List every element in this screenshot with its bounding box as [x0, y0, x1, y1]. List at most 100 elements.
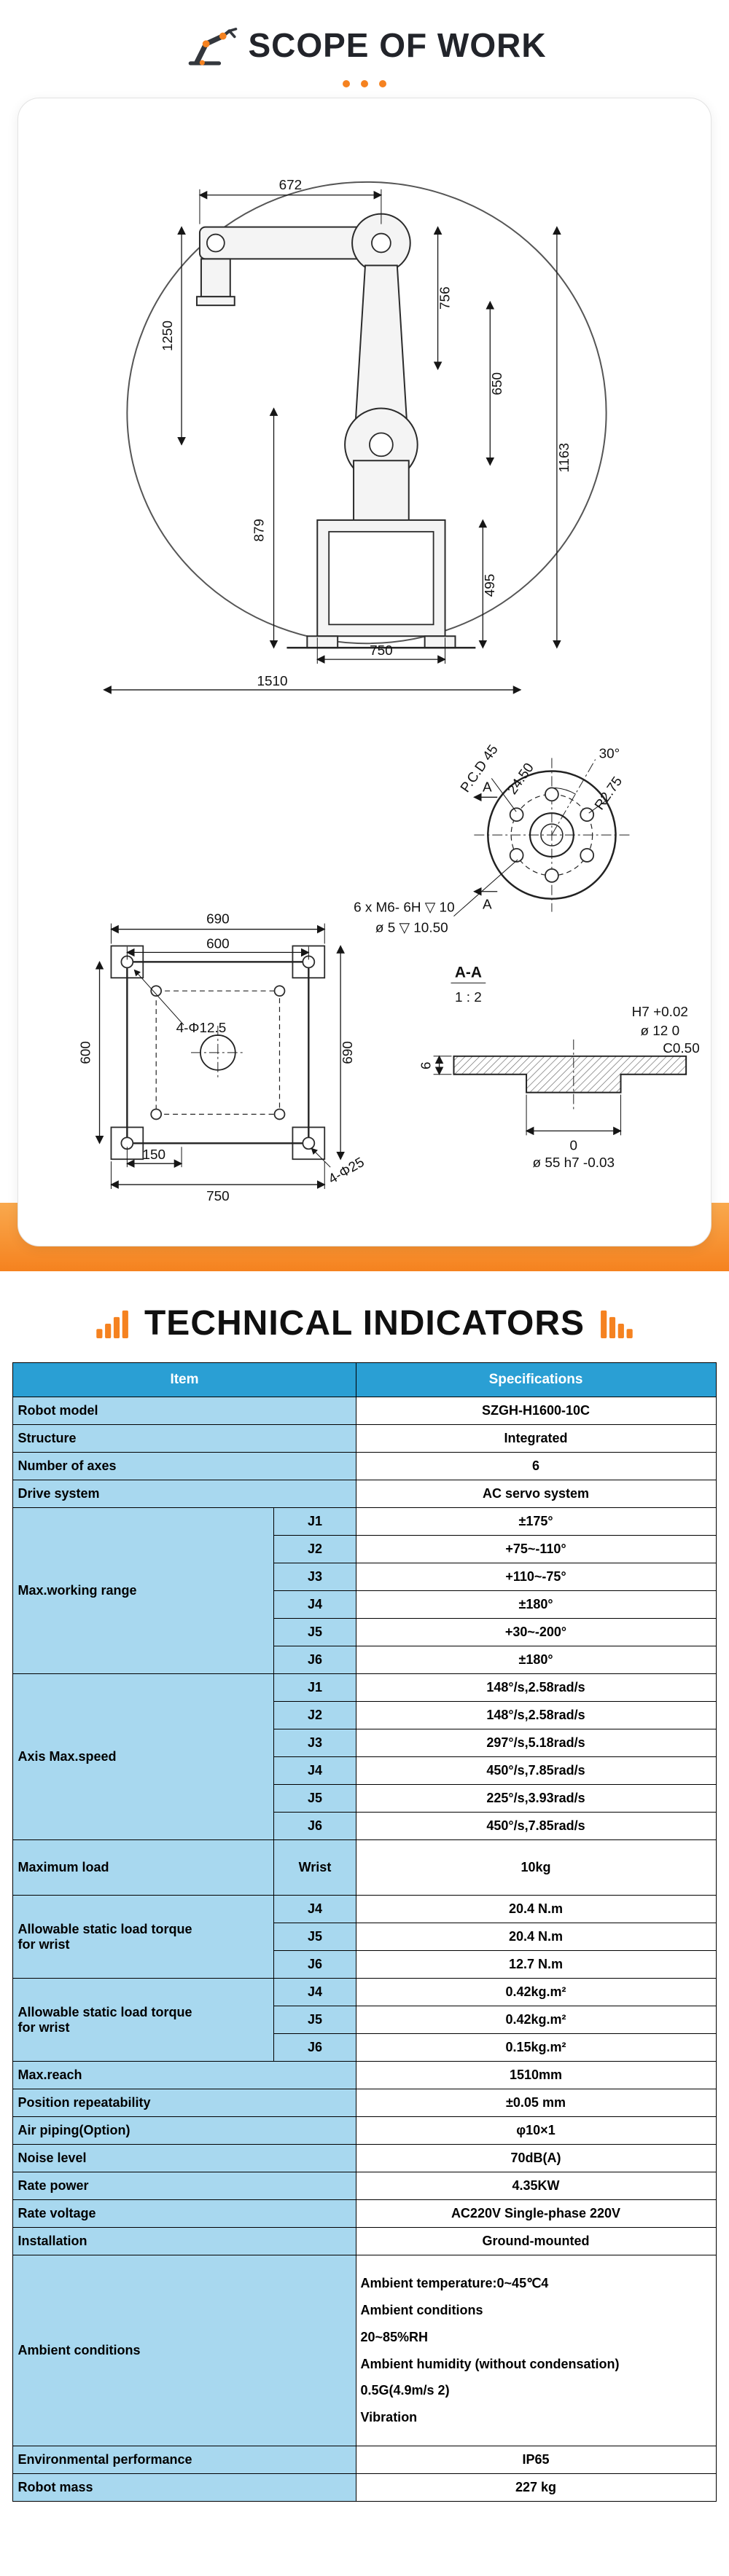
scope-title: SCOPE OF WORK — [248, 26, 547, 64]
item-cell: Installation — [12, 2227, 356, 2255]
table-row: Robot model SZGH-H1600-10C — [12, 1397, 717, 1425]
table-row: Ambient conditions Ambient temperature:0… — [12, 2255, 717, 2446]
item-cell: Axis Max.speed — [12, 1673, 275, 1840]
item-cell: Allowable static load torque for wrist — [12, 1978, 275, 2062]
base-750-label: 750 — [206, 1189, 230, 1204]
axis-cell: J6 — [273, 1812, 356, 1840]
item-cell: Number of axes — [12, 1452, 356, 1480]
table-row: Noise level 70dB(A) — [12, 2144, 717, 2172]
flange-note-1: 6 x M6- 6H ▽ 10 — [354, 900, 455, 916]
ambient-line: Ambient conditions — [360, 2302, 483, 2317]
table-row: J4 450°/s,7.85rad/s — [13, 1756, 717, 1785]
col-header-spec: Specifications — [355, 1362, 717, 1397]
table-row: Installation Ground-mounted — [12, 2227, 717, 2255]
spec-cell: 1510mm — [355, 2061, 717, 2089]
dim-1510-label: 1510 — [257, 674, 288, 689]
section-d12-label: ø 12 0 — [640, 1024, 679, 1039]
dot-icon — [361, 80, 368, 87]
table-row: Axis Max.speed J1 148°/s,2.58rad/s — [12, 1673, 717, 1840]
section-d12-tol-label: H7 +0.02 — [632, 1005, 688, 1020]
item-cell: Robot model — [12, 1397, 356, 1425]
axis-cell: J2 — [273, 1701, 356, 1729]
section-d55-tol-label: 0 — [570, 1138, 578, 1153]
ambient-line: Ambient humidity (without condensation) — [360, 2356, 620, 2371]
item-cell: Max.working range — [12, 1507, 275, 1674]
spec-cell: 12.7 N.m — [355, 1950, 717, 1979]
axis-cell: Wrist — [273, 1839, 356, 1896]
item-cell: Drive system — [12, 1480, 356, 1508]
axis-cell: J4 — [273, 1756, 356, 1785]
item-cell: Robot mass — [12, 2473, 356, 2502]
table-row: Drive system AC servo system — [12, 1480, 717, 1508]
spec-cell: ±180° — [355, 1590, 717, 1619]
spec-cell: 10kg — [355, 1839, 717, 1896]
item-label-line: for wrist — [17, 2019, 70, 2035]
side-view-drawing: 672 1250 756 650 1163 879 495 750 1510 — [103, 178, 607, 694]
table-row: Rate voltage AC220V Single-phase 220V — [12, 2199, 717, 2228]
spec-cell: +75~-110° — [355, 1535, 717, 1563]
table-row: Position repeatability ±0.05 mm — [12, 2089, 717, 2117]
table-row: J5 0.42kg.m² — [13, 2006, 717, 2034]
page: SCOPE OF WORK — [0, 0, 729, 2502]
spec-cell: 0.42kg.m² — [355, 2006, 717, 2034]
axis-cell: J3 — [273, 1729, 356, 1757]
table-row: Number of axes 6 — [12, 1452, 717, 1480]
spec-cell: 297°/s,5.18rad/s — [355, 1729, 717, 1757]
table-row: Max.reach 1510mm — [12, 2061, 717, 2089]
spec-cell: Ground-mounted — [355, 2227, 717, 2255]
spec-cell: Integrated — [355, 1424, 717, 1453]
dim-650-label: 650 — [490, 372, 505, 396]
section-title: A-A — [455, 964, 482, 981]
item-label-line: Allowable static load torque — [17, 1921, 192, 1936]
flange-drawing: 30° P.C.D 45 24.50 R2.75 A A 6 x M6- 6H … — [354, 742, 630, 936]
base-690-right-label: 690 — [340, 1041, 356, 1064]
spec-cell: +30~-200° — [355, 1618, 717, 1646]
spec-cell: AC servo system — [355, 1480, 717, 1508]
section-chamfer-label: C0.50 — [663, 1041, 699, 1056]
spec-cell: 227 kg — [355, 2473, 717, 2502]
robot-arm-icon — [189, 28, 238, 66]
axis-cell: J3 — [273, 1563, 356, 1591]
item-cell: Structure — [12, 1424, 356, 1453]
axis-cell: J4 — [273, 1590, 356, 1619]
table-header-row: Item Specifications — [12, 1362, 717, 1397]
dim-495-label: 495 — [483, 574, 498, 597]
scope-of-work-header: SCOPE OF WORK — [0, 0, 729, 68]
dot-icon — [379, 80, 386, 87]
table-row: J3 +110~-75° — [13, 1563, 717, 1591]
signal-bars-icon — [96, 1310, 128, 1338]
ambient-line: Ambient temperature:0~45℃4 — [360, 2275, 549, 2290]
section-letter-bottom: A — [483, 898, 492, 913]
base-600-top-label: 600 — [206, 936, 230, 951]
spec-cell: ±175° — [355, 1507, 717, 1536]
drawing-card: 672 1250 756 650 1163 879 495 750 1510 — [17, 98, 712, 1246]
axis-cell: J5 — [273, 1784, 356, 1813]
spec-cell: 148°/s,2.58rad/s — [355, 1701, 717, 1729]
flange-angle-label: 30° — [599, 747, 620, 762]
col-header-item: Item — [12, 1362, 356, 1397]
table-row: Air piping(Option) φ10×1 — [12, 2116, 717, 2145]
table-row: Structure Integrated — [12, 1424, 717, 1453]
spec-cell: +110~-75° — [355, 1563, 717, 1591]
spec-cell: AC220V Single-phase 220V — [355, 2199, 717, 2228]
spec-cell: 450°/s,7.85rad/s — [355, 1756, 717, 1785]
table-row: J5 +30~-200° — [13, 1618, 717, 1646]
axis-cell: J1 — [273, 1507, 356, 1536]
spec-cell: 450°/s,7.85rad/s — [355, 1812, 717, 1840]
section-d55-label: ø 55 h7 -0.03 — [533, 1155, 615, 1171]
table-row: J2 148°/s,2.58rad/s — [13, 1701, 717, 1729]
spec-cell: ±180° — [355, 1646, 717, 1674]
item-cell: Position repeatability — [12, 2089, 356, 2117]
item-cell: Rate voltage — [12, 2199, 356, 2228]
spec-cell: 70dB(A) — [355, 2144, 717, 2172]
ambient-line: Vibration — [360, 2410, 418, 2425]
item-cell: Air piping(Option) — [12, 2116, 356, 2145]
table-row: Maximum load Wrist 10kg — [12, 1839, 717, 1896]
table-row: J4 ±180° — [13, 1590, 717, 1619]
spec-cell: ±0.05 mm — [355, 2089, 717, 2117]
spec-cell: Ambient temperature:0~45℃4 Ambient condi… — [355, 2255, 717, 2446]
dot-icon — [343, 80, 350, 87]
axis-cell: J1 — [273, 1673, 356, 1702]
base-holes-large-label: 4-Φ25 — [326, 1155, 367, 1187]
table-row: Environmental performance IP65 — [12, 2446, 717, 2474]
